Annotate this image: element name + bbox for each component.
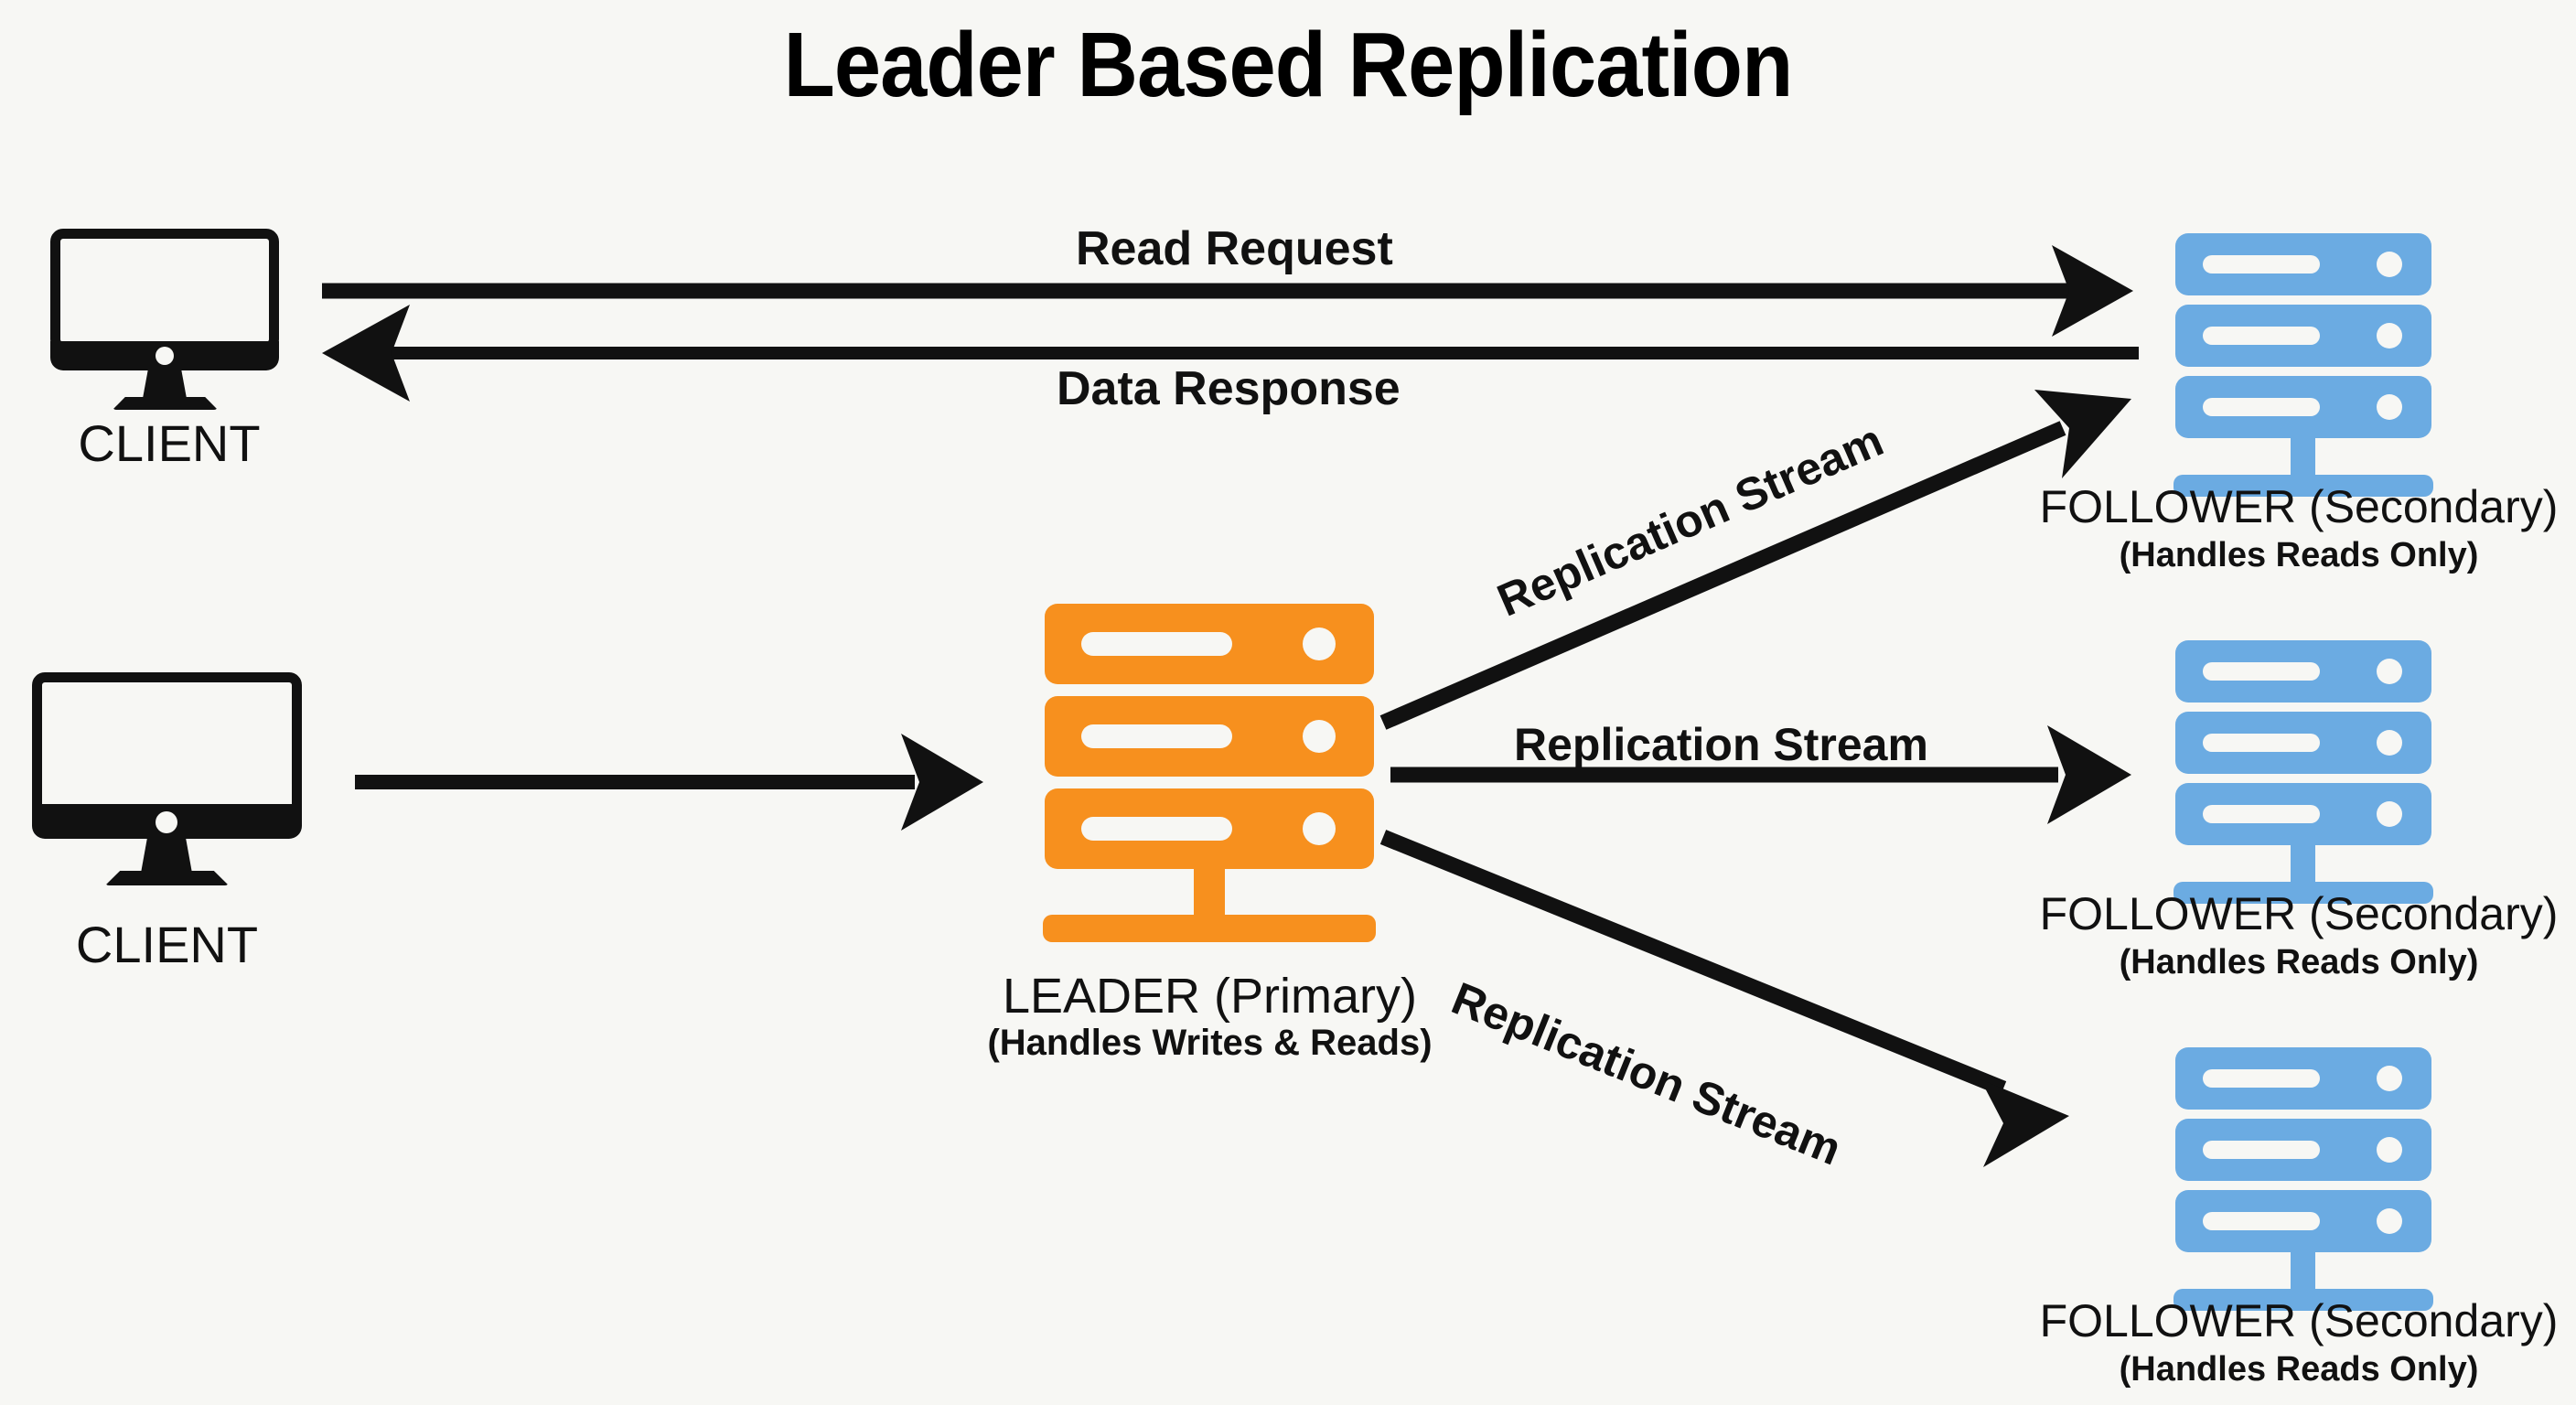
server-slot-icon xyxy=(2203,255,2320,273)
client-bottom-label: CLIENT xyxy=(75,916,259,973)
client-top-node[interactable] xyxy=(50,229,279,410)
leader-sublabel: (Handles Writes & Reads) xyxy=(987,1023,1433,1063)
server-slot-icon xyxy=(2203,662,2320,681)
edge-label-replication-3: Replication Stream xyxy=(1444,972,1849,1175)
leader-label: LEADER (Primary) xyxy=(1002,969,1418,1024)
server-led-icon xyxy=(2377,1137,2402,1163)
server-slot-icon xyxy=(1081,632,1232,656)
server-slot-icon xyxy=(2203,1212,2320,1230)
server-led-icon xyxy=(2377,801,2402,827)
server-led-icon xyxy=(1303,812,1336,845)
server-unit-3 xyxy=(1045,788,1374,869)
server-unit-2 xyxy=(2175,712,2431,774)
server-unit-1 xyxy=(2175,640,2431,702)
server-led-icon xyxy=(2377,252,2402,277)
server-slot-icon xyxy=(2203,734,2320,752)
server-led-icon xyxy=(2377,394,2402,420)
server-led-icon xyxy=(1303,720,1336,753)
server-unit-2 xyxy=(1045,696,1374,777)
server-unit-3 xyxy=(2175,376,2431,438)
server-unit-1 xyxy=(2175,1047,2431,1110)
follower-1-label: FOLLOWER (Secondary) xyxy=(2039,481,2559,532)
server-led-icon xyxy=(1303,627,1336,660)
arrow-write-request xyxy=(355,734,983,831)
edge-label-read-request: Read Request xyxy=(1076,222,1393,275)
server-unit-1 xyxy=(2175,233,2431,295)
follower-3-node[interactable] xyxy=(2174,1047,2433,1313)
server-unit-1 xyxy=(1045,604,1374,684)
server-stem xyxy=(2291,434,2315,478)
follower-1-sublabel: (Handles Reads Only) xyxy=(2119,536,2479,574)
monitor-power-dot xyxy=(156,811,177,833)
server-slot-icon xyxy=(2203,398,2320,416)
server-foot xyxy=(1043,915,1376,942)
server-foot xyxy=(2174,475,2433,497)
server-led-icon xyxy=(2377,1208,2402,1234)
monitor-power-dot xyxy=(156,347,174,365)
client-top-label: CLIENT xyxy=(78,414,261,472)
edge-label-data-response: Data Response xyxy=(1057,362,1401,415)
server-led-icon xyxy=(2377,1066,2402,1091)
server-unit-3 xyxy=(2175,783,2431,845)
server-led-icon xyxy=(2377,659,2402,684)
server-slot-icon xyxy=(2203,1141,2320,1159)
follower-2-node[interactable] xyxy=(2174,640,2433,906)
follower-3-sublabel: (Handles Reads Only) xyxy=(2119,1350,2479,1389)
server-led-icon xyxy=(2377,730,2402,756)
follower-1-node[interactable] xyxy=(2174,233,2433,499)
edge-label-replication-1: Replication Stream xyxy=(1489,413,1891,627)
monitor-icon xyxy=(32,672,302,817)
leader-node[interactable] xyxy=(1043,604,1376,947)
server-unit-2 xyxy=(2175,305,2431,367)
server-foot xyxy=(2174,1289,2433,1311)
server-slot-icon xyxy=(1081,724,1232,748)
server-unit-3 xyxy=(2175,1190,2431,1252)
follower-2-sublabel: (Handles Reads Only) xyxy=(2119,943,2479,981)
server-stem xyxy=(2291,842,2315,885)
server-unit-2 xyxy=(2175,1119,2431,1181)
server-slot-icon xyxy=(1081,817,1232,841)
page-title: Leader Based Replication xyxy=(783,14,1794,116)
client-bottom-node[interactable] xyxy=(32,672,302,885)
edge-label-replication-2: Replication Stream xyxy=(1514,719,1928,770)
server-slot-icon xyxy=(2203,1069,2320,1088)
server-stem xyxy=(1194,864,1225,919)
server-foot xyxy=(2174,882,2433,904)
server-slot-icon xyxy=(2203,327,2320,345)
follower-2-label: FOLLOWER (Secondary) xyxy=(2039,888,2559,939)
monitor-icon xyxy=(50,229,279,352)
server-stem xyxy=(2291,1249,2315,1292)
server-led-icon xyxy=(2377,323,2402,349)
server-slot-icon xyxy=(2203,805,2320,823)
follower-3-label: FOLLOWER (Secondary) xyxy=(2039,1295,2559,1346)
arrow-replication-1 xyxy=(1379,390,2131,730)
